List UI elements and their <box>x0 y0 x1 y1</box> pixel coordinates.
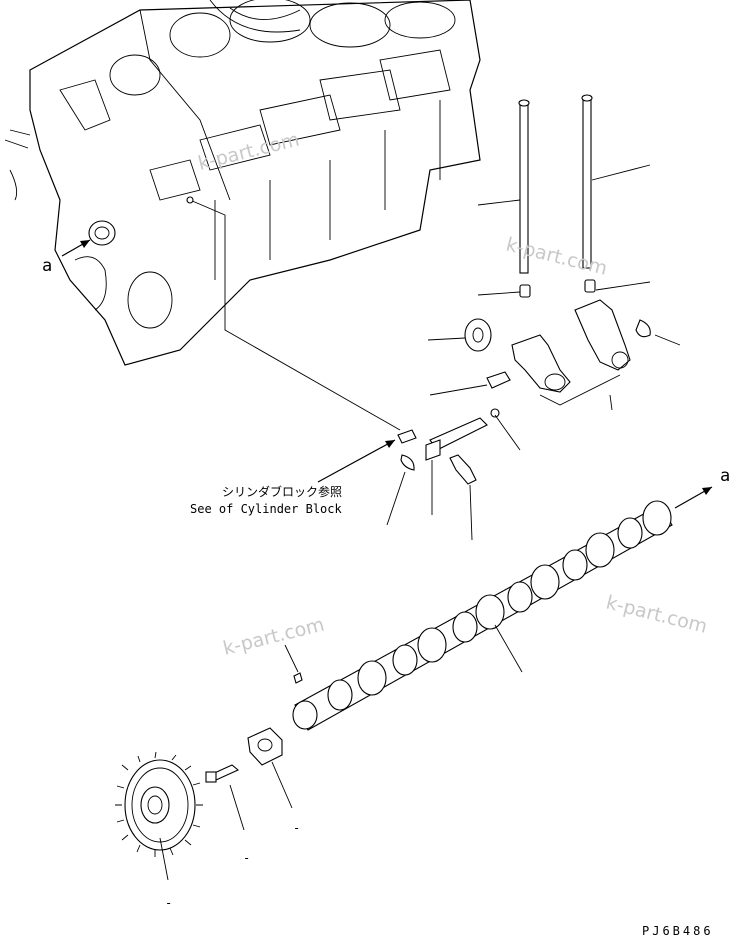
front-parts <box>115 644 303 881</box>
view-label-a-left: a <box>42 256 52 276</box>
drawing-code: PJ6B486 <box>642 924 714 938</box>
push-rods <box>477 94 651 274</box>
reference-note-english: See of Cylinder Block <box>190 502 342 516</box>
watermark-4: k-part.com <box>604 592 710 638</box>
watermark-1: k-part.com <box>196 128 302 174</box>
cam-gear <box>115 751 203 857</box>
cylinder-block-drawing <box>4 0 481 431</box>
index-mark-bolt: - <box>243 851 250 865</box>
index-mark-plate: - <box>293 821 300 835</box>
reference-note-japanese: シリンダブロック参照 <box>222 484 342 499</box>
tappet-assembly <box>386 279 681 541</box>
reference-arrow: シリンダブロック参照 See of Cylinder Block <box>190 439 396 516</box>
view-label-a-right: a <box>720 466 730 486</box>
view-a-arrow-left: a <box>42 239 91 276</box>
watermarks: k-part.com k-part.com k-part.com k-part.… <box>196 128 710 659</box>
index-mark-gear: - <box>165 896 172 910</box>
view-a-arrow-right: a <box>674 466 730 509</box>
index-marks: - - - <box>165 821 300 910</box>
watermark-3: k-part.com <box>221 613 327 659</box>
camshaft-drawing <box>292 500 673 731</box>
